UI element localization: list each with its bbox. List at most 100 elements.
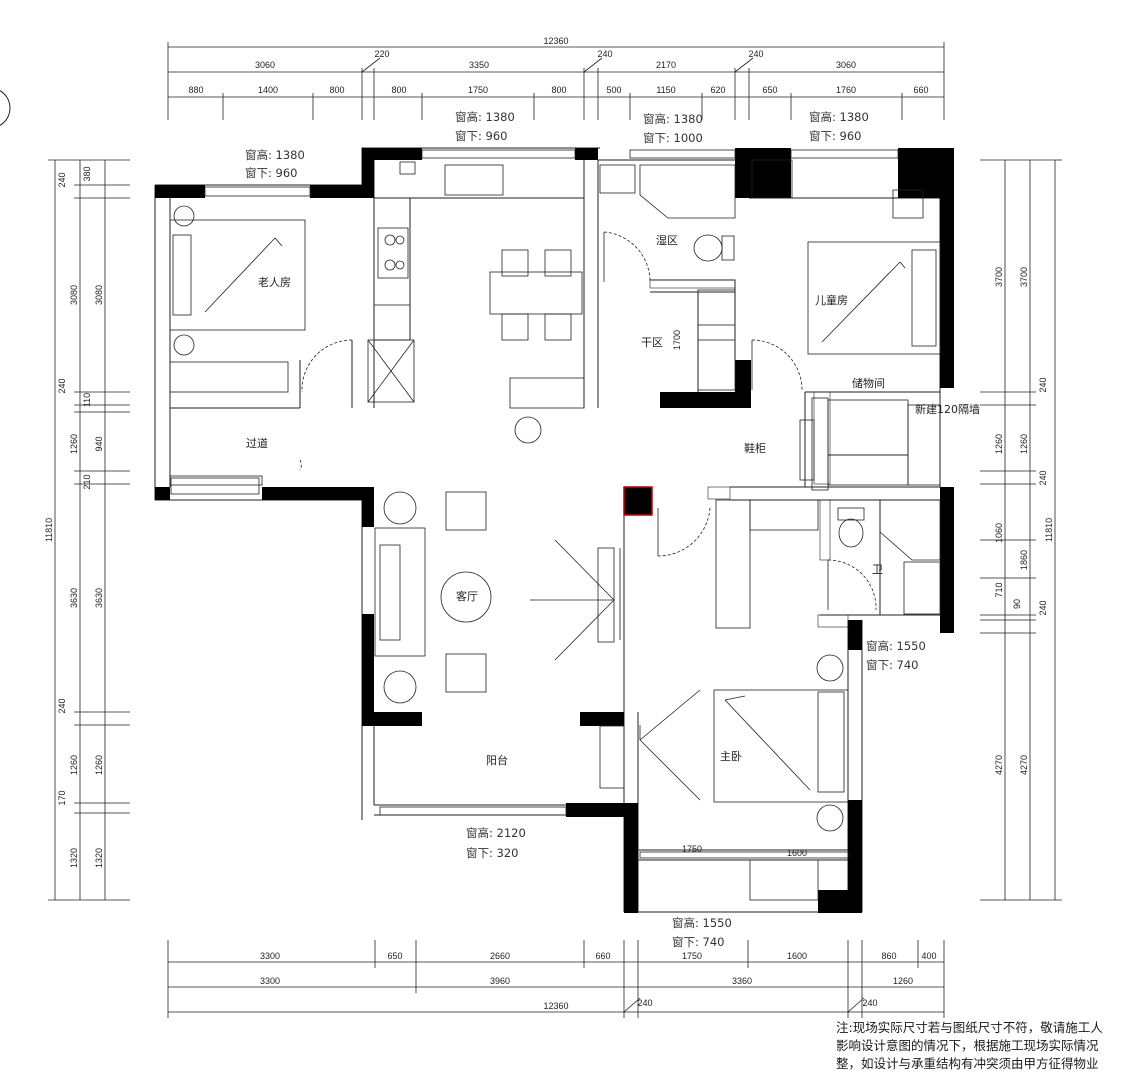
dim-top-r1-5: 2170	[656, 60, 676, 70]
window-note-bath-height: 窗高: 1380	[643, 112, 703, 126]
room-label-dry-area: 干区	[641, 336, 663, 349]
dim-right-o5: 1060	[994, 523, 1004, 543]
dim-top-total: 12360	[543, 36, 568, 46]
dim-bot-r2-4: 1260	[893, 976, 913, 986]
cabinets	[169, 159, 941, 901]
dim-right-o7: 710	[994, 582, 1004, 597]
dim-left-o13: 1320	[69, 848, 79, 868]
right-dimensions	[980, 159, 1062, 901]
dim-bot-total: 12360	[543, 1001, 568, 1011]
concrete-walls	[155, 148, 954, 913]
dim-left-o3: 3080	[69, 285, 79, 305]
dim-right-total: 11810	[1044, 518, 1054, 542]
window-note-elder-sill: 窗下: 960	[245, 166, 297, 180]
brick-infill	[649, 279, 849, 628]
dim-left-o2: 380	[82, 166, 92, 181]
dim-left-i4: 1320	[94, 848, 104, 868]
footnote-line-1: 注:现场实际尺寸若与图纸尺寸不符，敬请施工人	[836, 1020, 1103, 1035]
window-note-kitchen-sill: 窗下: 960	[455, 129, 507, 143]
dim-top-r2-10: 650	[762, 85, 777, 95]
wall-outlines	[154, 147, 941, 913]
dim-top-r2-5: 1750	[468, 85, 488, 95]
label-shoe-cabinet: 鞋柜	[744, 441, 766, 455]
dim-left-total: 11810	[44, 518, 54, 542]
dim-bot-wall-b: 240	[862, 998, 877, 1008]
bottom-dimensions	[167, 940, 945, 1018]
window-note-kids-sill: 窗下: 960	[809, 129, 861, 143]
room-label-living: 客厅	[456, 589, 478, 603]
dim-right-o3: 1260	[994, 434, 1004, 454]
dim-top-r2-7: 500	[606, 85, 621, 95]
dim-right-o6: 1860	[1019, 550, 1029, 570]
room-label-wet-area: 湿区	[656, 234, 678, 247]
dim-top-r2-3: 800	[329, 85, 344, 95]
dim-top-r1-7: 3060	[836, 60, 856, 70]
dim-bot-r1-1: 3300	[260, 951, 280, 961]
dim-right-i1: 3700	[1019, 267, 1029, 287]
dim-left-o6: 1260	[69, 434, 79, 454]
footnote-line-3: 整，如设计与承重结构有冲突须由甲方征得物业	[836, 1056, 1099, 1071]
dim-bot-r1-2: 650	[387, 951, 402, 961]
dim-right-o10: 4270	[994, 755, 1004, 775]
dim-bot-r2-1: 3300	[260, 976, 280, 986]
dim-top-r1-4: 240	[597, 49, 612, 59]
window-note-kids-height: 窗高: 1380	[809, 110, 869, 124]
compass-mark	[0, 90, 11, 126]
window-note-balcony-height: 窗高: 2120	[466, 826, 526, 840]
window-note-elder-height: 窗高: 1380	[245, 148, 305, 162]
label-new-wall: 新建120隔墙	[915, 402, 980, 416]
dim-left-o10: 240	[57, 698, 67, 713]
dim-top-r1-6: 240	[748, 49, 763, 59]
window-note-bath-sill: 窗下: 1000	[643, 131, 703, 145]
dim-top-r2-11: 1760	[836, 85, 856, 95]
dim-top-r2-6: 800	[551, 85, 566, 95]
room-label-master: 主卧	[720, 750, 742, 763]
room-label-kids: 儿童房	[815, 293, 848, 307]
dim-top-r2-12: 660	[913, 85, 928, 95]
dim-left-o1: 240	[57, 172, 67, 187]
dim-left-o12: 170	[57, 790, 67, 805]
dim-right-o2: 240	[1038, 377, 1048, 392]
window-note-wc-height: 窗高: 1550	[866, 639, 926, 653]
dim-right-o1: 3700	[994, 267, 1004, 287]
dim-top-r1-3: 3350	[469, 60, 489, 70]
dim-left-o11: 1260	[69, 755, 79, 775]
footnote: 注:现场实际尺寸若与图纸尺寸不符，敬请施工人 影响设计意图的情况下，根据施工现场…	[836, 1019, 1136, 1074]
dim-wardrobe-a: 1750	[682, 844, 702, 854]
footnote-line-2: 影响设计意图的情况下，根据施工现场实际情况	[836, 1038, 1099, 1053]
furniture	[169, 164, 941, 832]
dim-top-r1-2: 220	[374, 49, 389, 59]
dim-bot-r2-3: 3360	[732, 976, 752, 986]
dim-top-r2-2: 1400	[258, 85, 278, 95]
dim-top-r2-9: 620	[710, 85, 725, 95]
room-label-elder: 老人房	[258, 276, 291, 289]
dim-bot-r1-3: 2660	[490, 951, 510, 961]
dim-dry-area: 1700	[672, 330, 682, 350]
window-note-wc-sill: 窗下: 740	[866, 658, 918, 672]
dim-left-i2: 3630	[94, 588, 104, 608]
kitchen-counter	[377, 161, 504, 279]
dim-left-o8: 210	[82, 474, 92, 489]
dim-right-o8: 90	[1012, 599, 1022, 609]
dim-wardrobe-b: 1600	[787, 848, 807, 858]
dim-left-o4: 240	[57, 378, 67, 393]
room-label-passage: 过道	[246, 436, 268, 450]
label-storage-door: 储物间	[852, 376, 885, 390]
dim-bot-r1-5: 1750	[682, 951, 702, 961]
doors	[299, 231, 877, 611]
left-dimensions	[48, 159, 130, 901]
dim-left-o5: 110	[82, 393, 92, 407]
dim-bot-r1-8: 400	[921, 951, 936, 961]
door-leaves	[351, 232, 829, 640]
dim-left-o9: 3630	[69, 588, 79, 608]
dim-top-r1-1: 3060	[255, 60, 275, 70]
windows	[169, 149, 899, 859]
dim-right-i2: 1260	[1019, 434, 1029, 454]
room-label-balcony: 阳台	[486, 753, 508, 767]
dim-bot-r1-6: 1600	[787, 951, 807, 961]
dim-top-r2-4: 800	[391, 85, 406, 95]
window-note-balcony-sill: 窗下: 320	[466, 846, 518, 860]
dim-top-r2-8: 1150	[656, 85, 675, 95]
dim-right-o4: 240	[1038, 470, 1048, 485]
dim-bot-r1-4: 660	[595, 951, 610, 961]
